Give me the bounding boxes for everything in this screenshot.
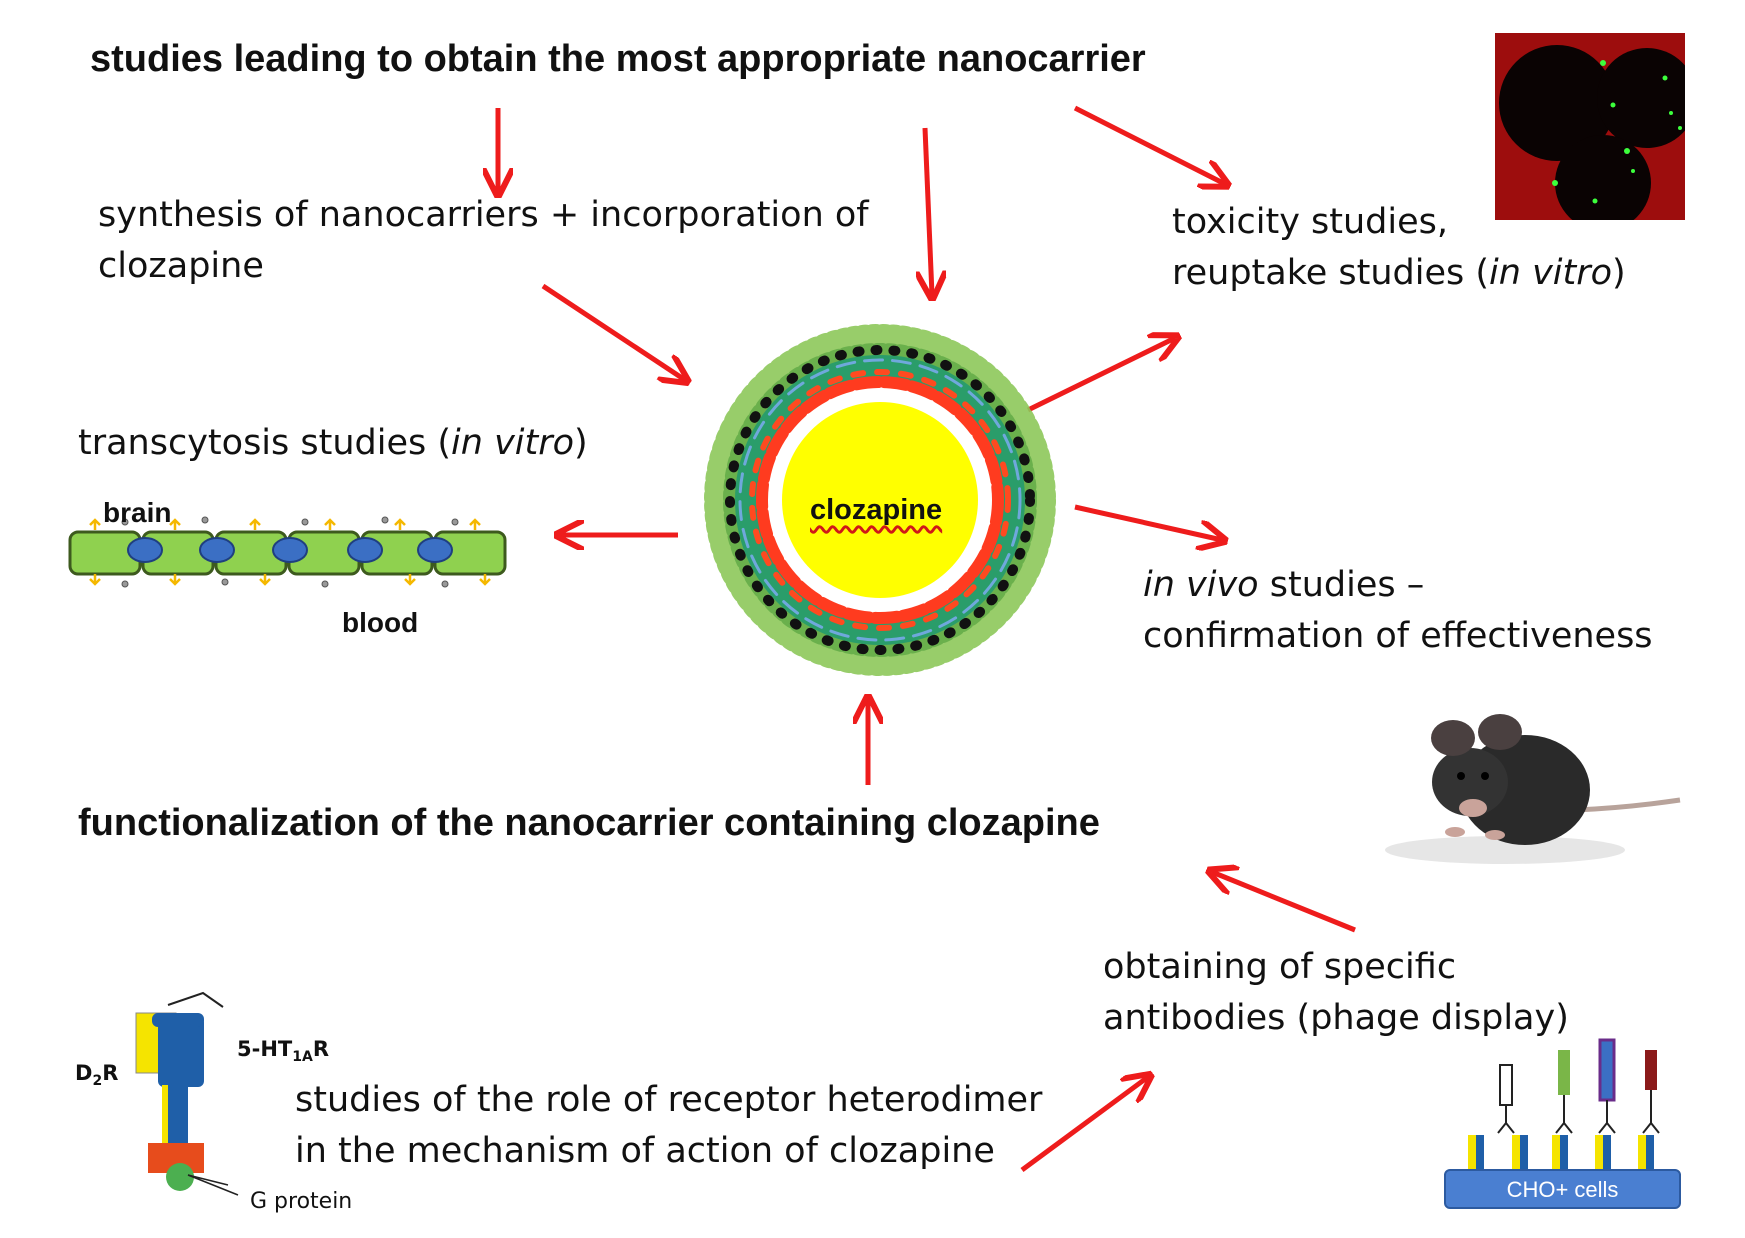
arrow-synthesis-to-nanocarrier <box>541 283 685 380</box>
arrow-title-to-toxicity <box>1073 105 1225 184</box>
invivo-line-1-em: in vivo <box>1143 565 1259 605</box>
d2r-sub: 2 <box>92 1073 103 1090</box>
invivo-label: in vivo studies – confirmation of effect… <box>1143 560 1653 662</box>
clozapine-core-label: clozapine <box>810 494 943 526</box>
toxicity-label: toxicity studies, reuptake studies (in v… <box>1172 197 1626 299</box>
antibodies-label: obtaining of specific antibodies (phage … <box>1103 942 1569 1044</box>
cho-cells-label: CHO+ cells <box>1506 1177 1619 1202</box>
cell-barrier-illustration <box>68 516 507 588</box>
toxicity-line-2-post: ) <box>1612 252 1626 293</box>
d2r-label: D2R <box>75 1060 118 1091</box>
cho-cells-bar <box>1444 1169 1681 1209</box>
receptor-heterodimer-illustration <box>135 991 239 1196</box>
clozapine-core <box>782 402 978 598</box>
transcytosis-pre: transcytosis studies ( <box>78 423 452 463</box>
phage-display-illustration <box>1444 1038 1681 1209</box>
ht1ar-sub: 1A <box>292 1049 313 1066</box>
invivo-line-2: confirmation of effectiveness <box>1143 615 1653 656</box>
brain-label: brain <box>103 497 172 528</box>
title-studies-nanocarrier: studies leading to obtain the most appro… <box>90 38 1146 80</box>
synthesis-line-2: clozapine <box>98 245 264 286</box>
transcytosis-post: ) <box>574 423 588 463</box>
synthesis-label: synthesis of nanocarriers + incorporatio… <box>98 190 869 292</box>
toxicity-line-2: reuptake studies (in vitro) <box>1172 248 1626 299</box>
heterodimer-line-1: studies of the role of receptor heterodi… <box>295 1080 1043 1120</box>
blood-label: blood <box>342 607 419 638</box>
nanocarrier-illustration <box>704 324 1056 676</box>
arrow-nanocarrier-to-toxicity <box>1026 338 1175 413</box>
transcytosis-em: in vitro <box>451 423 575 463</box>
antibodies-line-2: antibodies (phage display) <box>1103 997 1569 1038</box>
invivo-line-1-post: studies – <box>1258 565 1425 605</box>
arrow-title-to-nanocarrier <box>925 127 932 295</box>
confocal-cells-image <box>1495 33 1685 220</box>
ht1ar-end: R <box>312 1037 329 1061</box>
antibodies-line-1: obtaining of specific <box>1103 947 1457 987</box>
heterodimer-label: studies of the role of receptor heterodi… <box>295 1075 1042 1177</box>
d2r-main: D <box>75 1061 93 1085</box>
ht1ar-label: 5-HT1AR <box>237 1036 329 1067</box>
toxicity-line-2-pre: reuptake studies ( <box>1172 252 1490 293</box>
functionalization-title: functionalization of the nanocarrier con… <box>78 802 1100 844</box>
toxicity-line-2-em: in vitro <box>1489 252 1613 293</box>
arrow-nanocarrier-to-invivo <box>1074 504 1222 540</box>
arrow-antibodies-to-functionalization <box>1212 872 1356 933</box>
g-protein-label: G protein <box>250 1189 353 1214</box>
toxicity-line-1: toxicity studies, <box>1172 202 1449 242</box>
transcytosis-label: transcytosis studies (in vitro) <box>78 422 588 466</box>
mouse-image <box>1385 714 1681 864</box>
synthesis-line-1: synthesis of nanocarriers + incorporatio… <box>98 195 869 235</box>
arrow-heterodimer-to-antibodies <box>1020 1077 1148 1173</box>
invivo-line-1: in vivo studies – <box>1143 560 1653 611</box>
heterodimer-line-2: in the mechanism of action of clozapine <box>295 1130 995 1171</box>
ht1ar-main: 5-HT <box>237 1037 293 1061</box>
d2r-end: R <box>102 1061 119 1085</box>
